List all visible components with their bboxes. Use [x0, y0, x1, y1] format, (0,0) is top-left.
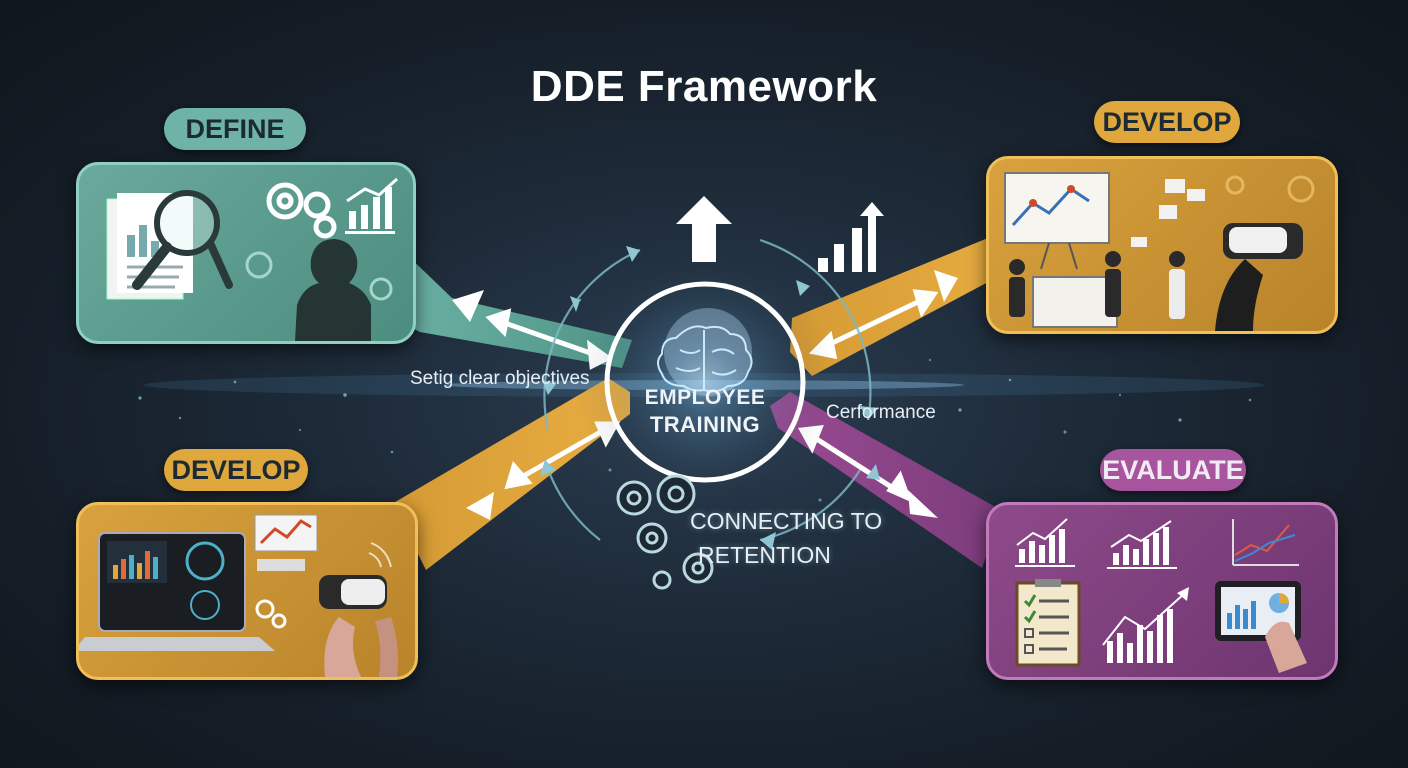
phase-label-evaluate: EVALUATE [1100, 449, 1246, 491]
arrowhead-define [452, 290, 484, 322]
decor-gears-icon [1225, 175, 1315, 203]
vr-headset-icon [319, 575, 399, 677]
thinking-person-icon [295, 239, 371, 341]
define-connector [392, 250, 632, 368]
presenters-icon [1009, 251, 1185, 319]
brain-icon [657, 325, 753, 393]
diagram-title: DDE Framework [530, 62, 878, 111]
define-panel [76, 162, 416, 344]
document-icon [106, 193, 193, 300]
phase-label-develop-top: DEVELOP [1094, 101, 1240, 143]
growth-chart-icon [1102, 587, 1189, 663]
evaluate-connector [770, 392, 1002, 568]
develop-bottom-panel [76, 502, 418, 680]
arrowhead-evaluate [908, 490, 938, 518]
gears-icon [616, 474, 714, 590]
line-chart-icon [1232, 519, 1299, 566]
arrowhead-develop-bottom [466, 492, 494, 520]
gears-icon [255, 599, 287, 629]
vr-headset-icon [1215, 223, 1303, 331]
hub-ring [604, 281, 806, 483]
tablet-icon [1215, 581, 1307, 673]
arrowhead-develop-top [934, 270, 958, 302]
magnifier-icon [132, 190, 233, 290]
develop-top-panel [986, 156, 1338, 334]
caption-bottom-line2: RETENTION [698, 542, 831, 568]
bar-chart-icon [1107, 520, 1177, 569]
bar-chart-icon [345, 177, 398, 234]
phase-label-define: DEFINE [164, 108, 306, 150]
evaluate-panel [986, 502, 1338, 680]
floating-cards-icon [1131, 179, 1205, 247]
clipboard-icon [1015, 579, 1081, 667]
caption-left: Setig clear objectives [410, 368, 590, 389]
caption-right: Cerformance [826, 402, 936, 423]
center-label-line2: TRAINING [649, 412, 761, 437]
signal-icon [368, 542, 392, 568]
gears-icon [245, 182, 393, 301]
caption-bottom-line1: CONNECTING TO [690, 508, 883, 534]
bar-chart-icon [1015, 518, 1075, 567]
whiteboard-icon [1004, 172, 1118, 328]
growth-chart-icon [818, 202, 884, 272]
laptop-icon [79, 532, 275, 651]
up-arrow-icon [676, 196, 732, 262]
center-label: EMPLOYEE TRAINING [640, 386, 770, 438]
center-label-line1: EMPLOYEE [644, 386, 766, 409]
phase-label-develop-bottom: DEVELOP [164, 449, 308, 491]
cycle-arrowheads [540, 246, 880, 550]
chart-card-icon [254, 514, 318, 571]
